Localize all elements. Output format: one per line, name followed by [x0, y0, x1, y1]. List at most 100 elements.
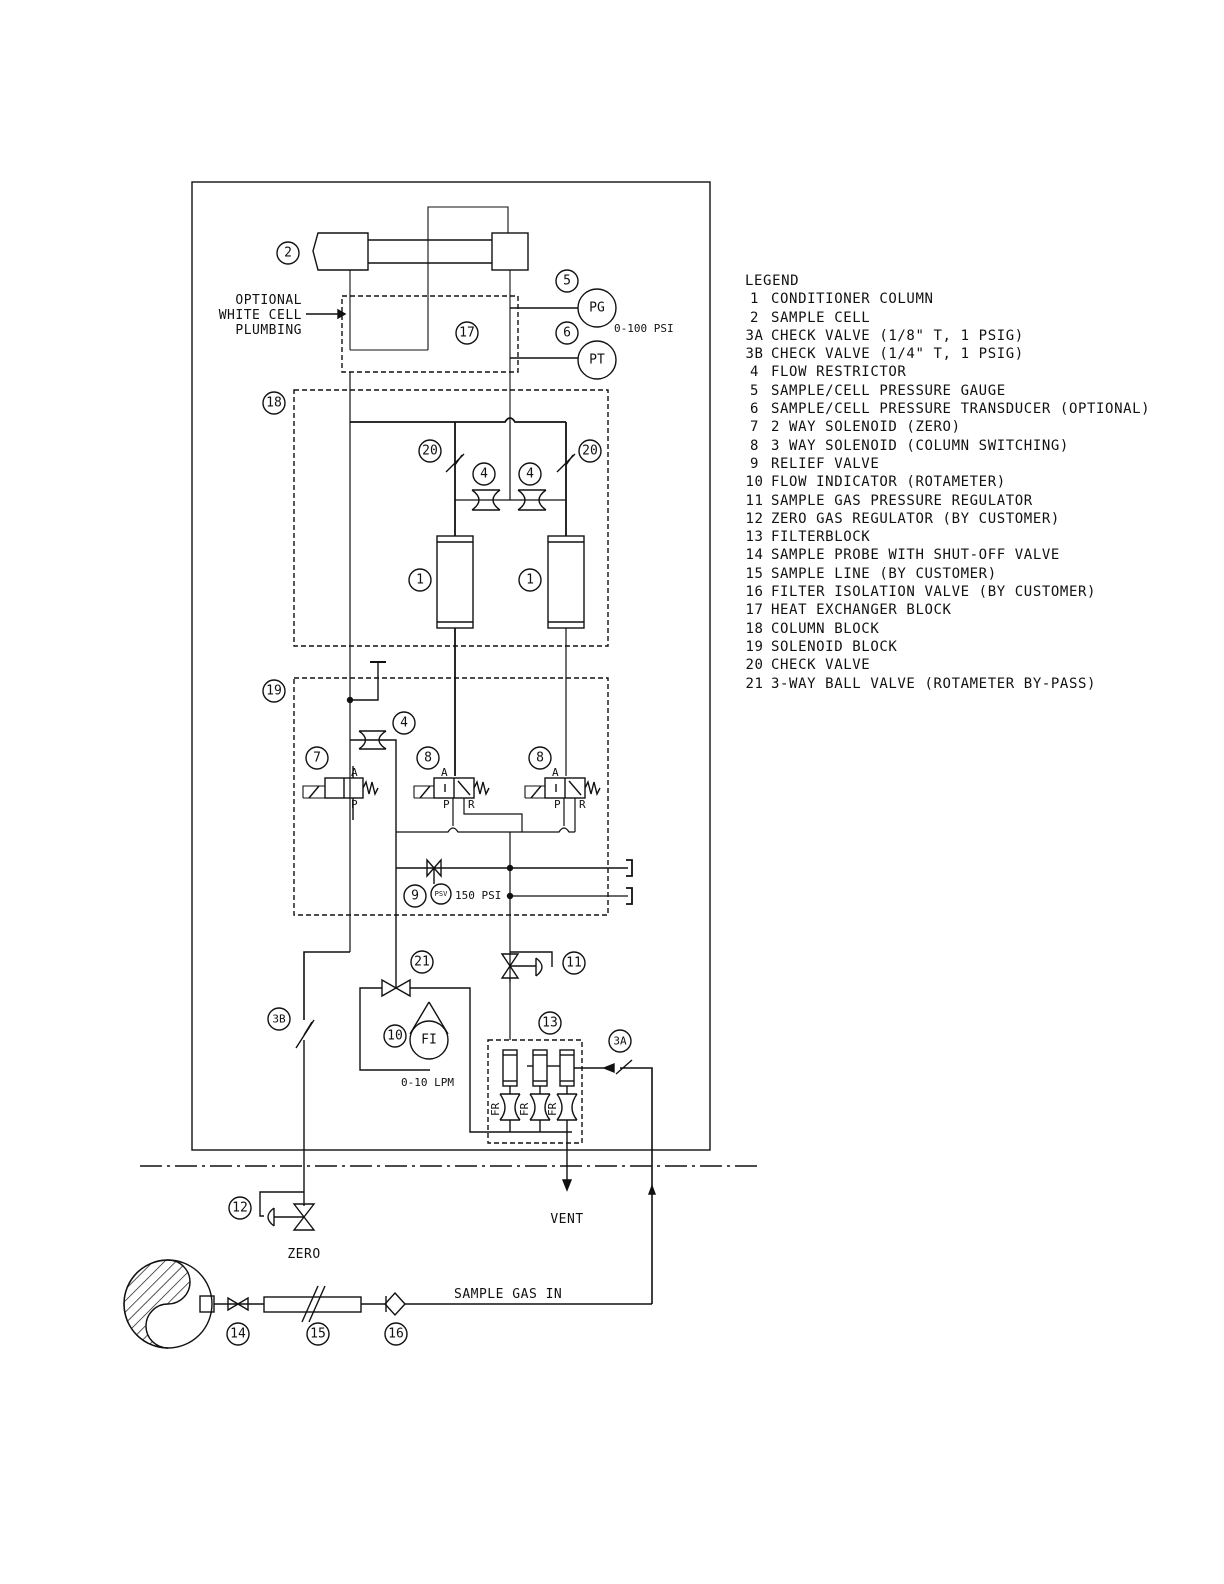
tag-circle-20-left [418, 439, 442, 463]
tag-circle-21 [410, 950, 434, 974]
legend-item-number: 7 [749, 419, 760, 436]
legend-item-number: 10 [745, 474, 764, 491]
legend-item-description: CHECK VALVE (1/4" T, 1 PSIG) [771, 346, 1024, 363]
solenoid-valve-8-left [413, 777, 490, 799]
legend-item-number: 3A [745, 327, 764, 344]
tag-9: 9 [411, 889, 419, 904]
solenoid-valve-8-right [524, 777, 601, 799]
tag-circle-14 [226, 1322, 250, 1346]
tag-15: 15 [310, 1327, 326, 1342]
legend-item-description: 2 WAY SOLENOID (ZERO) [771, 419, 961, 436]
tag-20-left: 20 [422, 444, 438, 459]
tag-circle-13 [538, 1011, 562, 1035]
tag-circle-1-left [408, 568, 432, 592]
legend-item: 15 SAMPLE LINE (BY CUSTOMER) [738, 565, 1150, 583]
solenoid-block [293, 677, 609, 916]
legend-item-number: 19 [745, 638, 764, 655]
filter-element-3 [556, 1049, 578, 1121]
sample-gas-in-label: SAMPLE GAS IN [454, 1287, 562, 1302]
check-valve-3b [295, 1019, 315, 1049]
tag-circle-17 [455, 321, 479, 345]
tag-6: 6 [563, 326, 571, 341]
legend-item-number: 2 [749, 309, 760, 326]
check-valve-20-left [445, 453, 465, 473]
tag-12: 12 [232, 1201, 248, 1216]
legend-item-number: 13 [745, 529, 764, 546]
tag-circle-15 [306, 1322, 330, 1346]
legend-item-description: SAMPLE CELL [771, 309, 871, 326]
optional-label-line1: OPTIONAL [235, 293, 302, 308]
legend-item-number: 18 [745, 620, 764, 637]
relief-valve-9 [426, 858, 442, 884]
legend-item-description: SAMPLE PROBE WITH SHUT-OFF VALVE [771, 547, 1060, 564]
legend-item-description: FILTER ISOLATION VALVE (BY CUSTOMER) [771, 584, 1097, 601]
psv-label: PSV [435, 890, 448, 898]
port-r-8-right: R [579, 798, 586, 811]
port-a-8-left: A [441, 766, 448, 779]
pt-label: PT [589, 353, 605, 368]
check-valve-20-right [556, 453, 576, 473]
tag-21: 21 [414, 955, 430, 970]
tag-8-left: 8 [424, 751, 432, 766]
tag-circle-19 [262, 679, 286, 703]
flow-restrictor-4-left [471, 489, 501, 511]
zero-gas-regulator-12 [259, 1191, 316, 1231]
legend-item-description: ZERO GAS REGULATOR (BY CUSTOMER) [771, 510, 1060, 527]
pg-label: PG [589, 301, 605, 316]
legend-item-description: HEAT EXCHANGER BLOCK [771, 602, 952, 619]
tag-1-left: 1 [416, 573, 424, 588]
tag-circle-12 [228, 1196, 252, 1220]
legend-item-number: 15 [745, 565, 764, 582]
legend-item-description: RELIEF VALVE [771, 455, 880, 472]
legend-item-description: SAMPLE/CELL PRESSURE GAUGE [771, 382, 1006, 399]
port-a-7: A [351, 766, 358, 779]
tag-1-right: 1 [526, 573, 534, 588]
tag-4-solenoid: 4 [400, 716, 408, 731]
probe-shutoff-valve [227, 1296, 249, 1312]
conditioner-column-left [436, 535, 474, 629]
legend-item-description: SOLENOID BLOCK [771, 638, 898, 655]
tag-circle-1-right [518, 568, 542, 592]
tag-2: 2 [284, 246, 292, 261]
legend-item: 19 SOLENOID BLOCK [738, 638, 1150, 656]
sample-line [263, 1285, 362, 1323]
pressure-gauge [577, 288, 617, 328]
flow-restrictor-4-solenoid [358, 730, 387, 750]
rotameter-fi [409, 1001, 449, 1060]
legend-item-description: SAMPLE LINE (BY CUSTOMER) [771, 565, 997, 582]
psv-symbol [430, 883, 452, 905]
legend-item-number: 4 [749, 364, 760, 381]
legend-item-description: CHECK VALVE [771, 657, 871, 674]
tag-circle-4-right [518, 462, 542, 486]
legend-item-number: 11 [745, 492, 764, 509]
sample-gas-regulator-11 [500, 951, 553, 979]
port-p-7: P [351, 798, 358, 811]
filter-block [487, 1039, 583, 1144]
tag-3a: 3A [613, 1035, 627, 1048]
legend-item-description: FLOW RESTRICTOR [771, 364, 907, 381]
legend-item-description: CHECK VALVE (1/8" T, 1 PSIG) [771, 327, 1024, 344]
port-r-8-left: R [468, 798, 475, 811]
fr-label-3: FR [546, 1102, 559, 1116]
legend-item: 2 SAMPLE CELL [738, 309, 1150, 327]
legend-item: 14 SAMPLE PROBE WITH SHUT-OFF VALVE [738, 546, 1150, 564]
tag-16: 16 [388, 1327, 404, 1342]
tag-circle-10 [383, 1024, 407, 1048]
tag-19: 19 [266, 684, 282, 699]
legend-item-number: 14 [745, 547, 764, 564]
tag-circle-7 [305, 746, 329, 770]
legend-item-description: 3-WAY BALL VALVE (ROTAMETER BY-PASS) [771, 675, 1097, 692]
legend-title: LEGEND [745, 273, 800, 289]
tag-circle-18 [262, 391, 286, 415]
tag-circle-16 [384, 1322, 408, 1346]
tag-4-left: 4 [480, 467, 488, 482]
conditioner-column-right [547, 535, 585, 629]
